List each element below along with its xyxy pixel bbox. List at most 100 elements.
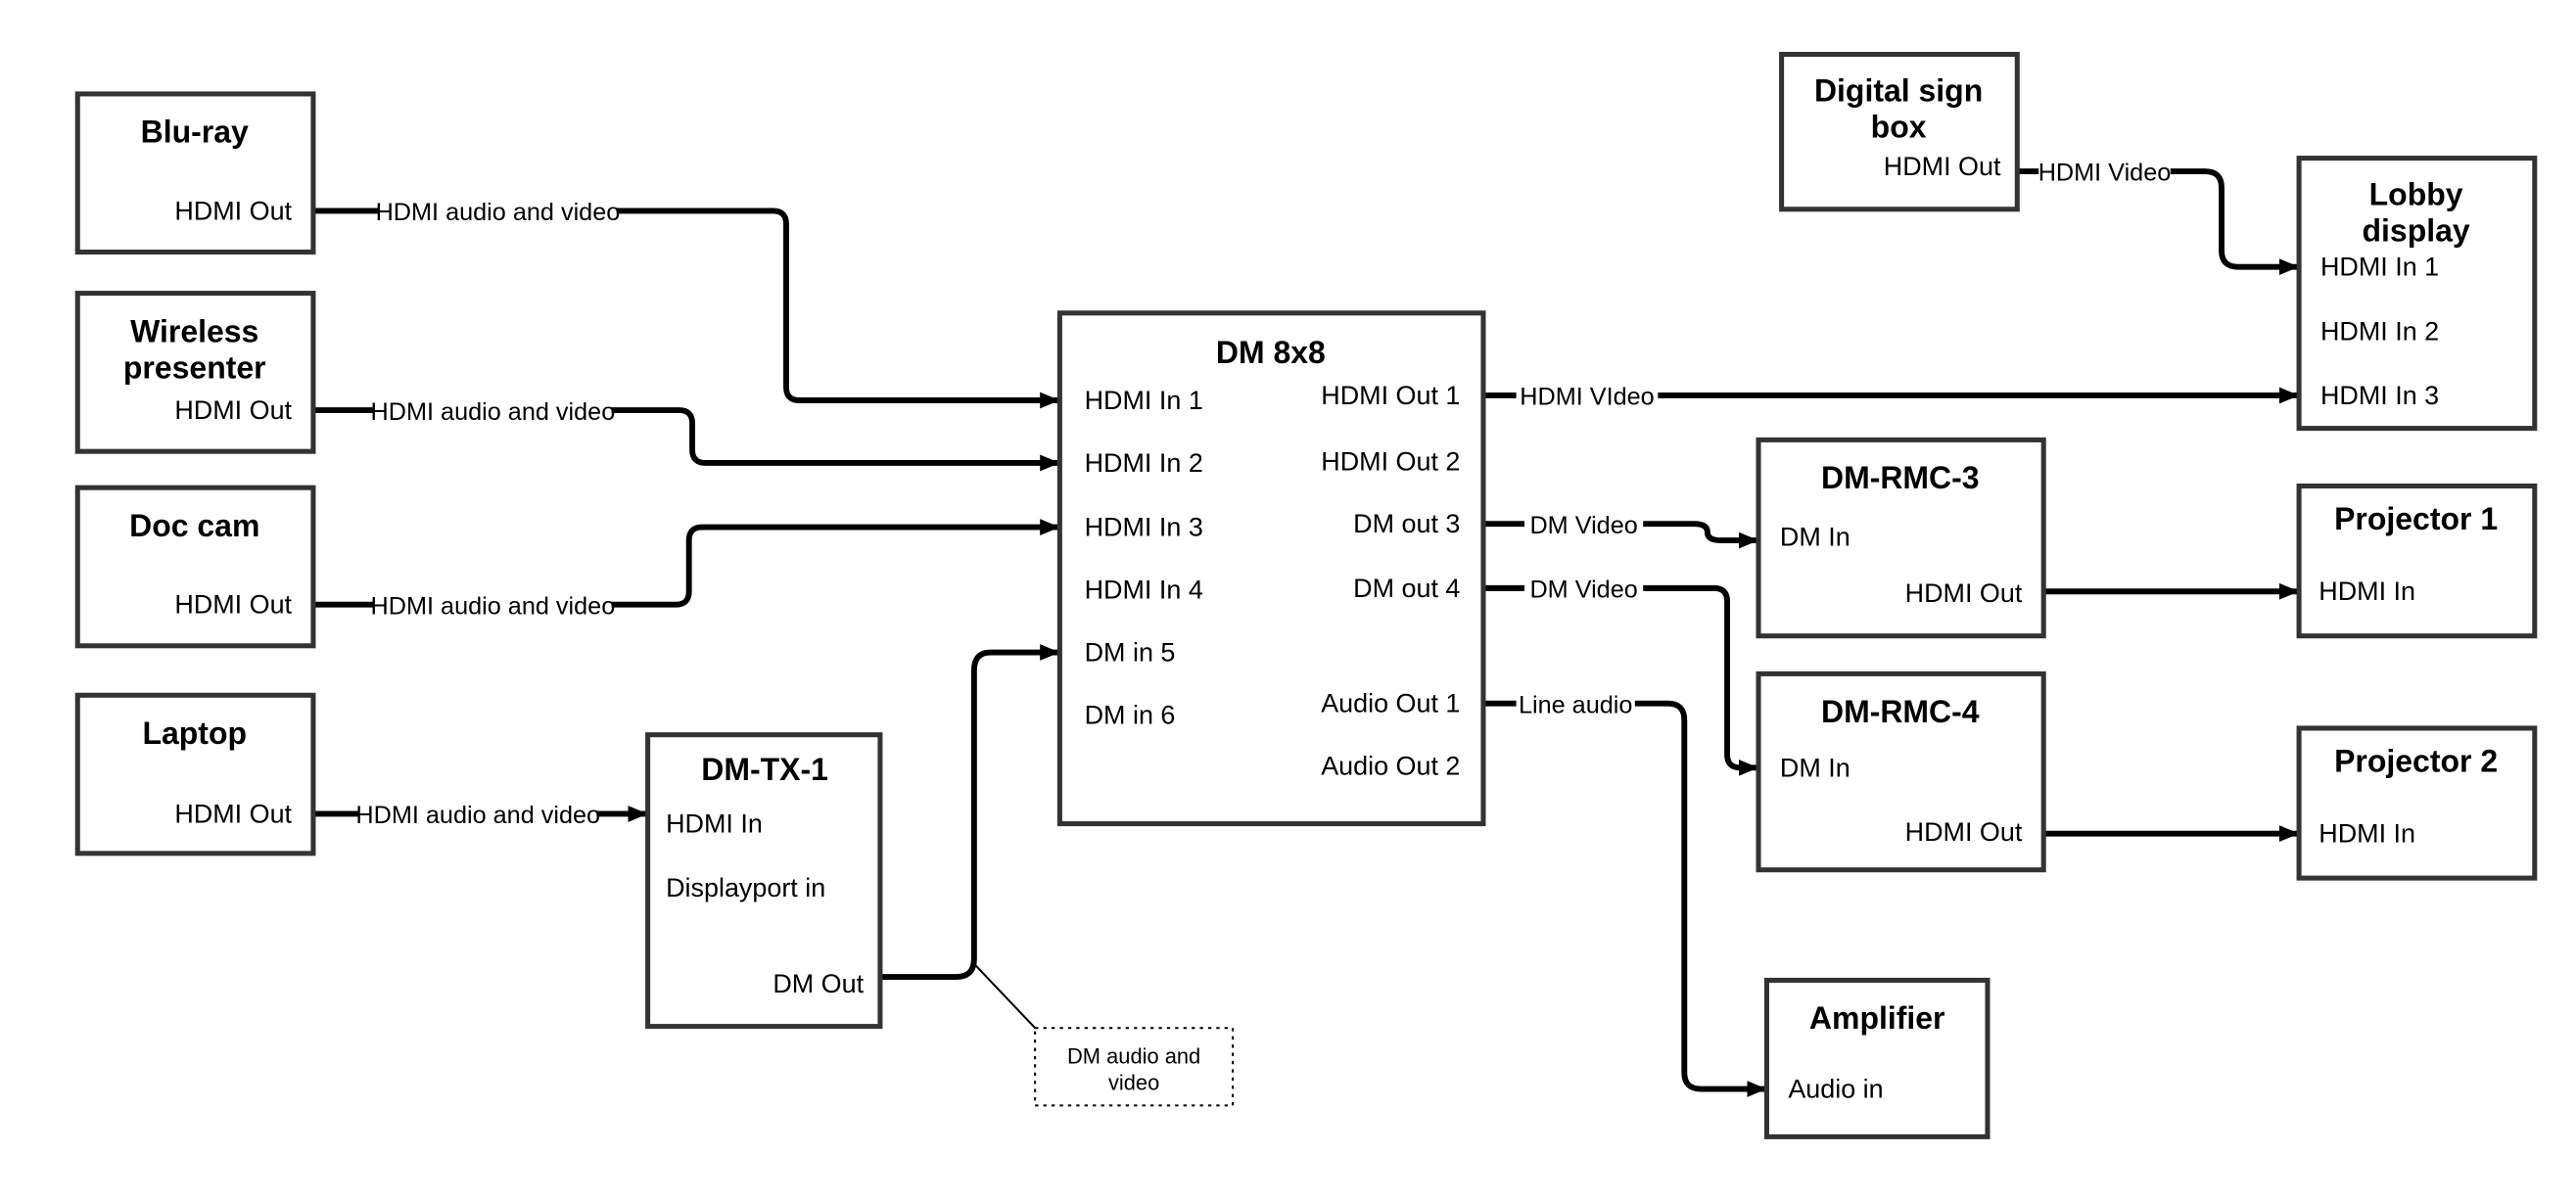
dm-rmc-3-port-hdmi-out: HDMI Out — [1905, 578, 2023, 608]
dm-8x8-port-hdmi-in-2: HDMI In 2 — [1085, 448, 1203, 478]
edge-label-bg — [374, 587, 612, 622]
dm-8x8-port-dm-out-3: DM out 3 — [1353, 509, 1460, 538]
lobby-display-title-line1: Lobby — [2369, 177, 2463, 212]
edge-label-blu-ray: HDMI audio and video — [376, 199, 621, 226]
wireless-presenter-title-line1: Wireless — [130, 313, 258, 348]
edge-label-digital-sign: HDMI Video — [2038, 160, 2172, 187]
dm-8x8-port-audio-out-2: Audio Out 2 — [1321, 752, 1460, 781]
edge-label-bg — [2038, 155, 2171, 188]
projector-2-box — [2296, 725, 2538, 881]
digital-sign-title-line2: box — [1871, 110, 1927, 145]
edge-digital-sign-to-lobby-display — [2017, 168, 2300, 276]
edge-labels: HDMI audio and video HDMI audio and vide… — [355, 155, 2172, 831]
lobby-display-port-hdmi-in-1: HDMI In 1 — [2320, 253, 2439, 282]
dm-tx-1-box — [645, 732, 883, 1030]
doc-cam-box — [74, 485, 316, 649]
dm-rmc-3-title: DM-RMC-3 — [1821, 460, 1980, 495]
amplifier-port-audio-in: Audio in — [1788, 1075, 1883, 1104]
edge-label-bg — [1516, 379, 1659, 412]
node-dm-tx-1: DM-TX-1 HDMI In Displayport in DM Out — [645, 732, 883, 1030]
dm-rmc-4-port-dm-in: DM In — [1780, 753, 1850, 782]
dm-rmc-3-port-dm-in: DM In — [1780, 523, 1850, 552]
node-blu-ray: Blu-ray HDMI Out — [74, 91, 316, 255]
blu-ray-box — [74, 91, 316, 255]
edge-dm-tx-1-to-dm-8x8 — [879, 644, 1060, 981]
dm-8x8-port-hdmi-in-4: HDMI In 4 — [1085, 576, 1203, 605]
projector-2-title: Projector 2 — [2334, 744, 2498, 779]
doc-cam-title: Doc cam — [129, 508, 259, 543]
digital-sign-title-line1: Digital sign — [1814, 73, 1983, 109]
edge-label-wireless: HDMI audio and video — [371, 398, 616, 426]
dm-tx-1-port-displayport-in: Displayport in — [666, 873, 825, 902]
dm-8x8-title: DM 8x8 — [1216, 335, 1326, 370]
dm-8x8-port-dm-out-4: DM out 4 — [1353, 574, 1460, 603]
dm-rmc-3-box — [1756, 437, 2046, 639]
edge-label-bg — [1516, 686, 1635, 720]
projector-1-box — [2296, 483, 2538, 639]
wireless-presenter-box — [74, 291, 316, 454]
dm-rmc-4-title: DM-RMC-4 — [1821, 694, 1980, 729]
laptop-port-hdmi-out: HDMI Out — [174, 799, 292, 828]
dm-8x8-port-hdmi-out-1: HDMI Out 1 — [1321, 381, 1460, 410]
amplifier-title: Amplifier — [1809, 1000, 1945, 1036]
node-doc-cam: Doc cam HDMI Out — [74, 485, 316, 649]
node-lobby-display: Lobby display HDMI In 1 HDMI In 2 HDMI I… — [2296, 156, 2538, 432]
wireless-presenter-port-hdmi-out: HDMI Out — [174, 395, 292, 425]
lobby-display-port-hdmi-in-3: HDMI In 3 — [2320, 381, 2439, 410]
dm-rmc-4-box — [1756, 670, 2046, 873]
dm-8x8-port-dm-in-5: DM in 5 — [1085, 638, 1176, 668]
projector-1-port-hdmi-in: HDMI In — [2318, 577, 2415, 606]
projector-2-port-hdmi-in: HDMI In — [2318, 819, 2415, 849]
edge-label-bg — [374, 393, 612, 427]
dm-8x8-port-hdmi-in-1: HDMI In 1 — [1085, 386, 1203, 415]
lobby-display-box — [2296, 156, 2538, 432]
edge-label-dm-out-4: DM Video — [1529, 577, 1637, 604]
edge-audio-out-1-to-amplifier — [1482, 700, 1767, 1097]
dm-8x8-port-audio-out-1: Audio Out 1 — [1321, 689, 1460, 718]
edge-label-bg — [379, 194, 617, 228]
edge-label-bg — [359, 797, 597, 831]
blu-ray-title: Blu-ray — [141, 115, 249, 150]
lobby-display-title-line2: display — [2363, 213, 2470, 249]
edge-label-bg — [1524, 507, 1644, 541]
edge-blu-ray-to-dm-8x8 — [312, 208, 1060, 409]
callout-text-line2: video — [1108, 1070, 1159, 1094]
dm-tx-1-port-hdmi-in: HDMI In — [666, 809, 763, 839]
laptop-box — [74, 692, 316, 856]
node-projector-1: Projector 1 HDMI In — [2296, 483, 2538, 639]
edge-dm-out-3-to-dm-rmc-3 — [1482, 521, 1759, 549]
edge-doc-cam-to-dm-8x8 — [312, 519, 1060, 608]
node-amplifier: Amplifier Audio in — [1763, 977, 1991, 1139]
edge-label-audio-out-1: Line audio — [1519, 691, 1632, 718]
callout-text-line1: DM audio and — [1067, 1043, 1200, 1068]
edge-dm-out-4-to-dm-rmc-4 — [1482, 584, 1759, 776]
node-wireless-presenter: Wireless presenter HDMI Out — [74, 291, 316, 454]
dm-8x8-box — [1056, 310, 1486, 827]
edge-label-bg — [1524, 572, 1644, 605]
dm-rmc-4-port-hdmi-out: HDMI Out — [1905, 817, 2023, 847]
node-projector-2: Projector 2 HDMI In — [2296, 725, 2538, 881]
amplifier-box — [1763, 977, 1991, 1139]
callout-leader-line — [973, 962, 1038, 1031]
dm-8x8-port-hdmi-out-2: HDMI Out 2 — [1321, 446, 1460, 476]
dm-8x8-port-hdmi-in-3: HDMI In 3 — [1085, 513, 1203, 542]
node-dm-rmc-3: DM-RMC-3 DM In HDMI Out — [1756, 437, 2046, 639]
callout-dotted-box — [1034, 1027, 1235, 1107]
node-digital-sign-box: Digital sign box HDMI Out — [1779, 52, 2020, 212]
node-laptop: Laptop HDMI Out — [74, 692, 316, 856]
wireless-presenter-title-line2: presenter — [123, 349, 266, 385]
node-dm-rmc-4: DM-RMC-4 DM In HDMI Out — [1756, 670, 2046, 873]
dm-tx-1-port-dm-out: DM Out — [773, 969, 864, 998]
callout-dm-audio-and-video: DM audio and video — [1034, 1027, 1235, 1107]
doc-cam-port-hdmi-out: HDMI Out — [174, 590, 292, 620]
dm-8x8-port-dm-in-6: DM in 6 — [1085, 700, 1176, 729]
edge-label-hdmi-out-1: HDMI VIdeo — [1520, 384, 1654, 411]
edge-wireless-presenter-to-dm-8x8 — [312, 407, 1060, 472]
digital-sign-box — [1779, 52, 2020, 212]
lobby-display-port-hdmi-in-2: HDMI In 2 — [2320, 316, 2439, 346]
edge-label-laptop: HDMI audio and video — [355, 802, 600, 829]
laptop-title: Laptop — [142, 716, 247, 751]
edge-label-doc-cam: HDMI audio and video — [371, 592, 616, 620]
dm-tx-1-title: DM-TX-1 — [701, 752, 828, 787]
